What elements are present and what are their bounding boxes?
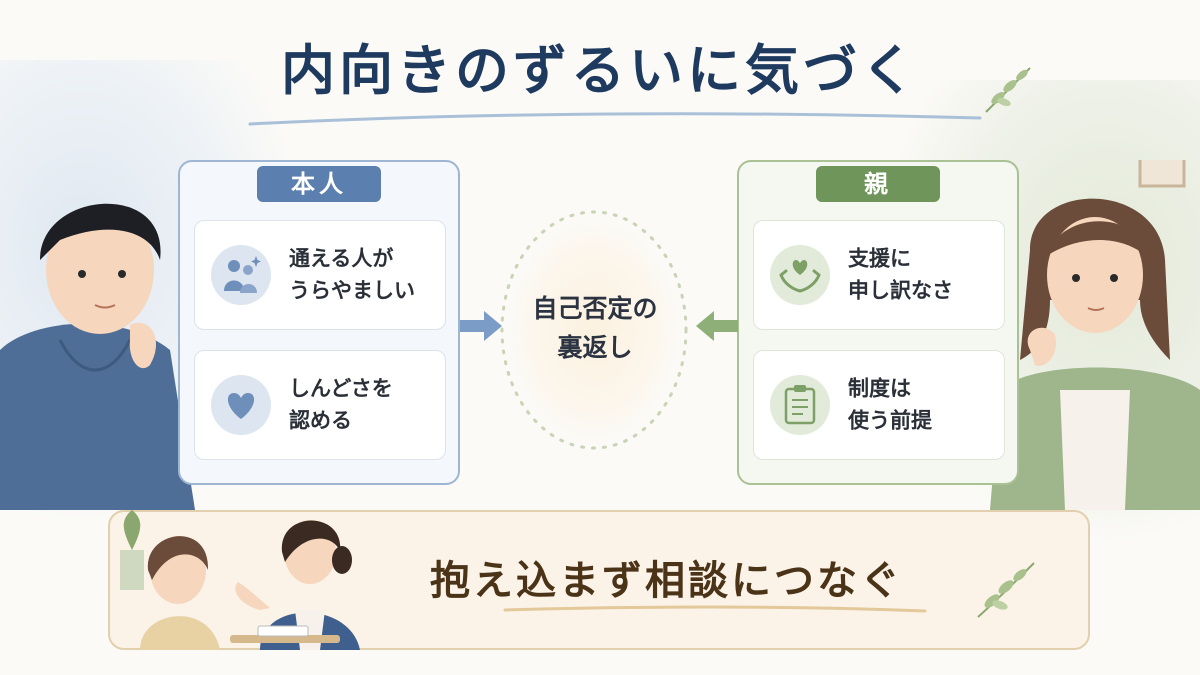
leaf-sprig-icon (985, 67, 1031, 113)
self-panel-label: 本人 (257, 166, 381, 202)
mother-illustration (990, 160, 1200, 510)
leaf-sprig-icon (977, 562, 1035, 618)
banner-message: 抱え込まず相談につなぐ (430, 558, 903, 604)
title-underline (248, 112, 982, 126)
banner-underline (503, 605, 927, 613)
center-circle (500, 210, 688, 450)
self-card-envy: 通える人が うらやましい (194, 220, 446, 330)
parent-card-system: 制度は 使う前提 (753, 350, 1005, 460)
clipboard-icon (770, 375, 830, 435)
young-man-illustration (0, 203, 195, 510)
consultation-scene-illustration (120, 510, 360, 650)
parent-panel: 親 支援に 申し訳なさ 制度は 使う前提 (737, 160, 1019, 485)
parent-card-guilt: 支援に 申し訳なさ (753, 220, 1005, 330)
center-label: 自己否定の 裏返し (532, 294, 658, 362)
self-card-envy-text: 通える人が うらやましい (289, 246, 415, 303)
arrow-right-icon (460, 311, 502, 341)
parent-card-guilt-text: 支援に 申し訳なさ (848, 246, 953, 303)
hands-heart-icon (770, 245, 830, 305)
page-title: 内向きのずるいに気づく (281, 39, 919, 102)
heart-icon (211, 375, 271, 435)
self-card-acknowledge-text: しんどさを 認める (289, 376, 393, 433)
people-sparkle-icon (211, 245, 271, 305)
parent-card-system-text: 制度は 使う前提 (848, 376, 932, 433)
self-card-acknowledge: しんどさを 認める (194, 350, 446, 460)
arrow-left-icon (696, 311, 738, 341)
self-panel: 本人 通える人が うらやましい しんどさを 認める (178, 160, 460, 485)
parent-panel-label: 親 (816, 166, 940, 202)
